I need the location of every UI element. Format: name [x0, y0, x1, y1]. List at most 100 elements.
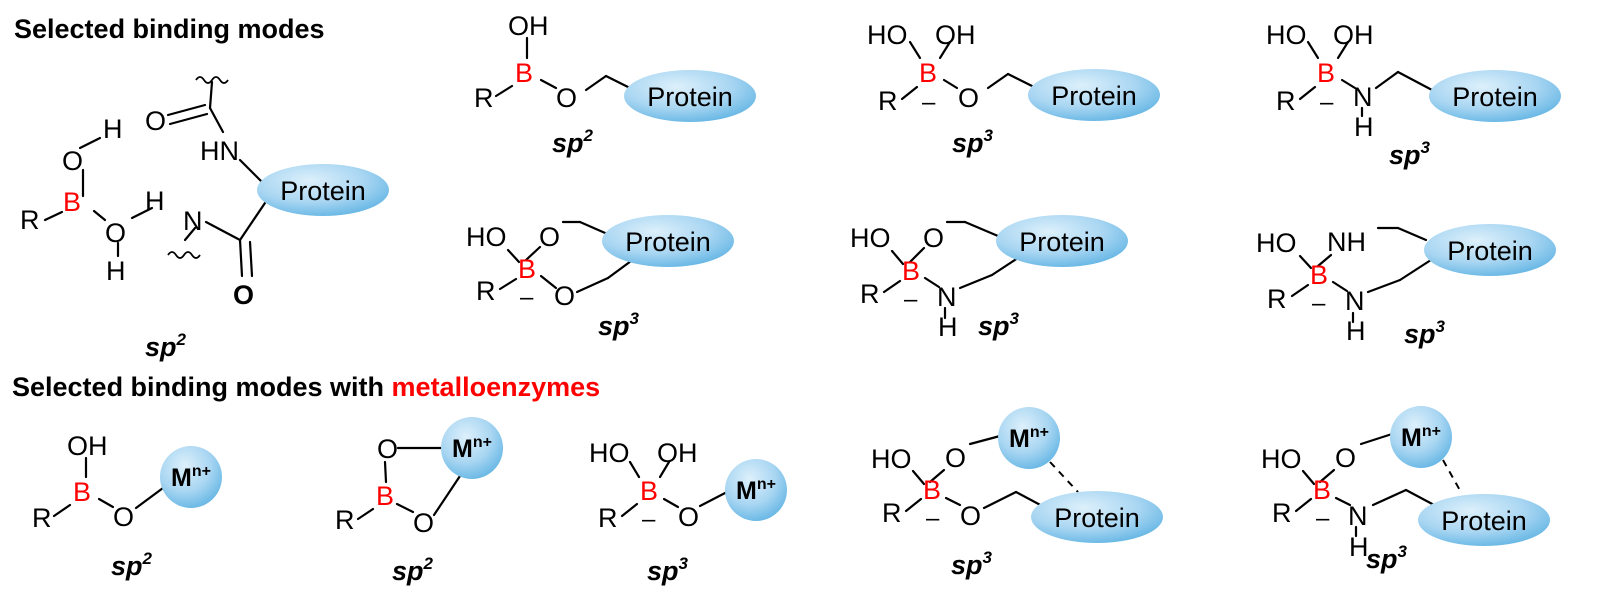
hydroxyl-left-label: HO: [1256, 228, 1297, 258]
structure-metal-bidentate-sp2: R B O O Mn+ sp2: [335, 417, 503, 586]
hydroxyl-left-label: HO: [850, 223, 891, 253]
hybridization-label: sp3: [1366, 542, 1408, 574]
oxygen-label: O: [1335, 443, 1356, 473]
protein-label: Protein: [625, 227, 711, 257]
metal-label: Mn+: [1009, 424, 1049, 453]
hydroxyl-label: OH: [657, 438, 698, 468]
boron-atom: B: [73, 477, 91, 507]
oxygen-label: O: [413, 508, 434, 538]
nitrogen-label: N: [1353, 82, 1373, 112]
hydrogen-label: H: [106, 256, 126, 286]
hybridization-label: sp3: [952, 126, 994, 158]
r-group-label: R: [1267, 284, 1287, 314]
protein-label: Protein: [1051, 81, 1137, 111]
metal-ion: [1390, 406, 1452, 468]
hydroxyl-left-label: HO: [1266, 20, 1307, 50]
hydroxyl-label: OH: [67, 431, 108, 461]
r-group-label: R: [1276, 86, 1296, 116]
hybridization-label: sp2: [145, 330, 187, 362]
boron-atom: B: [515, 58, 533, 88]
hydroxyl-label: OH: [935, 20, 976, 50]
structure-metal-tetrahedral-sp3: R B – HO OH O Mn+ sp3: [589, 438, 787, 586]
metal-label: Mn+: [1401, 423, 1441, 452]
protein-blob: [624, 70, 756, 122]
protein-blob: [257, 164, 389, 216]
oxygen-label: O: [678, 502, 699, 532]
boron-atom: B: [518, 254, 536, 284]
nitrogen-label: N: [1345, 286, 1365, 316]
r-group-label: R: [20, 205, 40, 235]
hybridization-label: sp3: [951, 548, 993, 580]
nitrogen-label: N: [937, 282, 957, 312]
hydroxyl-label: OH: [508, 11, 549, 41]
oxygen-label: O: [113, 502, 134, 532]
oxygen-label: O: [105, 218, 126, 248]
amine-nh-label: NH: [1327, 227, 1366, 257]
protein-blob: [1031, 491, 1163, 543]
protein-label: Protein: [1441, 506, 1527, 536]
protein-blob: [1418, 494, 1550, 546]
hybridization-label: sp3: [647, 554, 689, 586]
r-group-label: R: [474, 83, 494, 113]
oxygen-label: O: [145, 106, 166, 136]
oxygen-label: O: [960, 501, 981, 531]
negative-charge: –: [904, 286, 918, 313]
negative-charge: –: [520, 284, 534, 311]
oxygen-label: O: [377, 434, 398, 464]
boron-atom: B: [1310, 260, 1328, 290]
protein-blob: [1424, 224, 1556, 276]
nitrogen-label: N: [183, 206, 203, 236]
nitrogen-label: N: [1348, 501, 1368, 531]
metal-ion: [998, 407, 1060, 469]
amide-hn-label: HN: [200, 136, 239, 166]
structure-tetrahedral-ester-sp3: R B – HO OH O Protein sp3: [867, 20, 1160, 158]
boron-atom: B: [1313, 475, 1331, 505]
metal-label: Mn+: [736, 476, 776, 505]
oxygen-label: O: [945, 443, 966, 473]
hybridization-label: sp2: [552, 126, 594, 158]
oxygen-label: O: [554, 281, 575, 311]
metal-label: Mn+: [171, 463, 211, 492]
boron-atom: B: [923, 475, 941, 505]
protein-blob: [602, 215, 734, 267]
structure-metal-protein-ester-sp3: R B – HO O O Mn+ Protein sp3: [871, 407, 1163, 580]
structure-boronate-ester-sp2: R B OH O Protein sp2: [474, 11, 756, 158]
protein-label: Protein: [1447, 236, 1533, 266]
boron-atom: B: [1317, 58, 1335, 88]
hybridization-label: sp2: [392, 554, 434, 586]
boron-atom: B: [376, 481, 394, 511]
structure-cyclic-diester-sp3: R B – HO O O Protein sp3: [466, 215, 734, 341]
heading-metalloenzymes: Selected binding modes with metalloenzym…: [12, 372, 600, 402]
protein-label: Protein: [280, 176, 366, 206]
metal-ion: [725, 459, 787, 521]
hydrogen-label: H: [145, 186, 165, 216]
metal-ion: [160, 446, 222, 508]
hydroxyl-left-label: HO: [867, 20, 908, 50]
hydrogen-label: H: [938, 312, 958, 342]
protein-label: Protein: [1019, 227, 1105, 257]
protein-label: Protein: [1452, 82, 1538, 112]
hydrogen-label: H: [1346, 316, 1366, 346]
oxygen-label: O: [958, 83, 979, 113]
hybridization-label: sp2: [111, 549, 153, 581]
r-group-label: R: [476, 276, 496, 306]
protein-label: Protein: [1054, 503, 1140, 533]
negative-charge: –: [1312, 290, 1326, 317]
hybridization-label: sp3: [1404, 317, 1446, 349]
hydrogen-label: H: [1354, 112, 1374, 142]
negative-charge: –: [1316, 505, 1330, 532]
boron-atom: B: [640, 476, 658, 506]
negative-charge: –: [922, 89, 936, 116]
oxygen-label: O: [539, 222, 560, 252]
boron-atom: B: [919, 58, 937, 88]
hydroxyl-left-label: HO: [589, 438, 630, 468]
protein-blob: [996, 215, 1128, 267]
protein-blob: [1429, 70, 1561, 122]
hybridization-label: sp3: [598, 309, 640, 341]
protein-blob: [1028, 69, 1160, 121]
negative-charge: –: [1320, 89, 1334, 116]
negative-charge: –: [926, 505, 940, 532]
heading-selected-binding-modes: Selected binding modes: [14, 14, 325, 44]
boron-atom: B: [902, 256, 920, 286]
